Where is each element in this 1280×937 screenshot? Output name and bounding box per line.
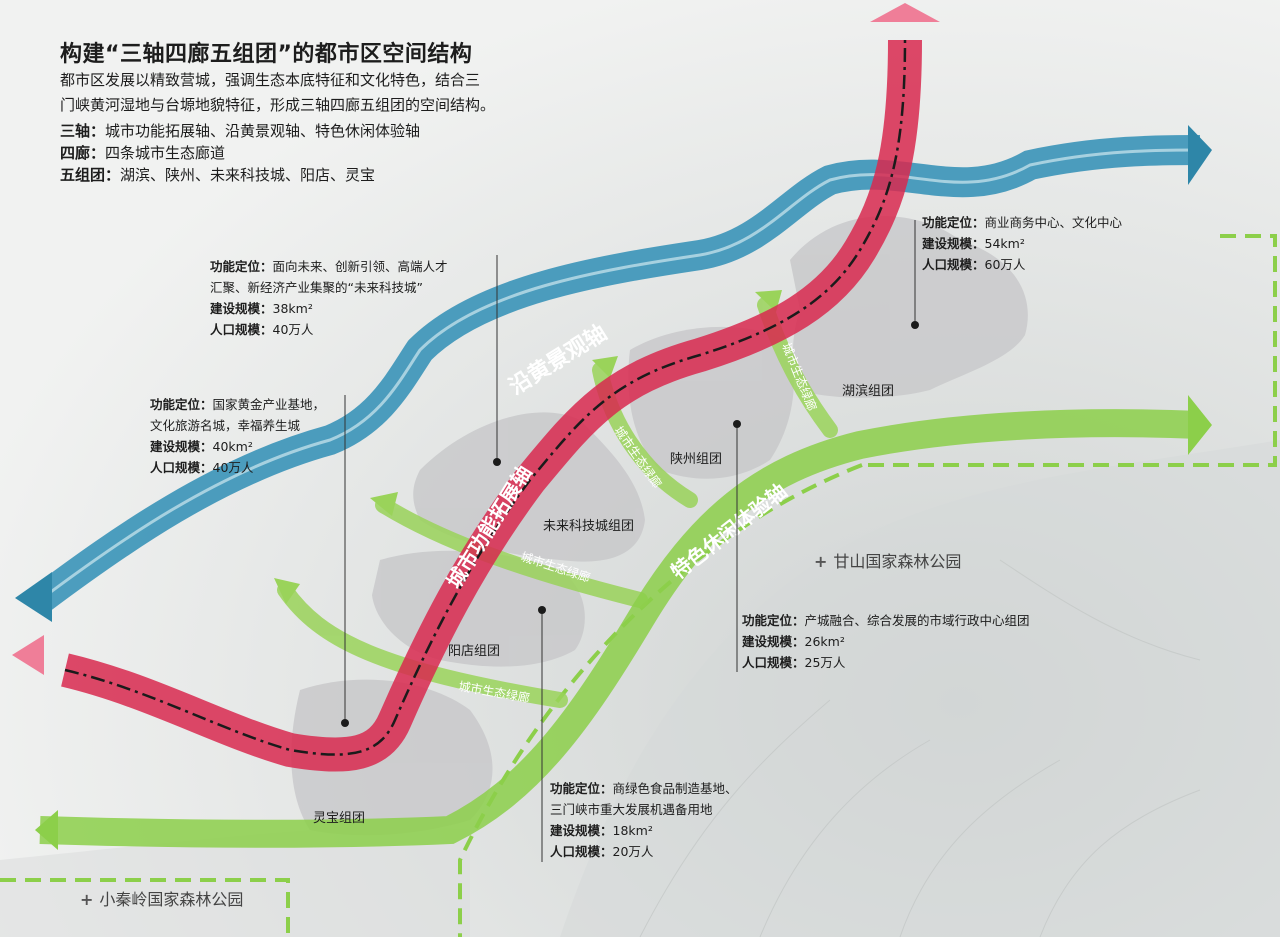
hubin-area-label: 建设规模： — [922, 236, 985, 251]
yangdian-marker — [538, 606, 546, 614]
weilai-pop-label: 人口规模： — [210, 322, 273, 337]
ganshan-park-boundary — [862, 234, 1277, 467]
mountain-terrain — [560, 440, 1280, 937]
weilai-label: 未来科技城组团 — [543, 519, 635, 534]
weilai-func-label: 功能定位： — [210, 259, 273, 274]
lingbao-area: 40km² — [212, 439, 253, 454]
definition-corridors-text: 四条城市生态廊道 — [105, 144, 226, 162]
leisure-axis-east-arrow — [1188, 395, 1212, 455]
definition-axes-term: 三轴： — [60, 122, 106, 140]
lingbao-pop: 40万人 — [212, 460, 254, 475]
lingbao-info: 功能定位：国家黄金产业基地， 文化旅游名城，幸福养生城 建设规模：40km² 人… — [150, 394, 325, 478]
shanzhou-pop: 25万人 — [804, 655, 846, 670]
corridor-2 — [277, 582, 568, 708]
shanzhou-func: 产城融合、综合发展的市域行政中心组团 — [804, 613, 1030, 628]
shanzhou-marker — [733, 420, 741, 428]
yangdian-area: 18km² — [612, 823, 653, 838]
lingbao-marker — [341, 719, 349, 727]
xiaoqinling-park-name: 小秦岭国家森林公园 — [99, 890, 244, 909]
definition-groups-text: 湖滨、陕州、未来科技城、阳店、灵宝 — [120, 166, 376, 184]
yangdian-info: 功能定位：商绿色食品制造基地、 三门峡市重大发展机遇备用地 建设规模：18km²… — [550, 778, 738, 862]
plus-icon: + — [80, 890, 94, 909]
weilai-info: 功能定位：面向未来、创新引领、高端人才 汇聚、新经济产业集聚的“未来科技城” 建… — [210, 256, 448, 340]
shanzhou-func-label: 功能定位： — [742, 613, 805, 628]
intro-line-2: 门峡黄河湿地与台塬地貌特征，形成三轴四廊五组团的空间结构。 — [60, 96, 496, 114]
weilai-area: 38km² — [272, 301, 313, 316]
lingbao-pop-label: 人口规模： — [150, 460, 213, 475]
definition-axes: 三轴：城市功能拓展轴、沿黄景观轴、特色休闲体验轴 — [60, 120, 420, 142]
intro-text: 都市区发展以精致营城，强调生态本底特征和文化特色，结合三 门峡黄河湿地与台塬地貌… — [60, 68, 495, 118]
plus-icon: + — [814, 552, 828, 571]
weilai-area-label: 建设规模： — [210, 301, 273, 316]
shanzhou-info: 功能定位：产城融合、综合发展的市域行政中心组团 建设规模：26km² 人口规模：… — [742, 610, 1030, 673]
hubin-pop: 60万人 — [984, 257, 1026, 272]
yangdian-func2: 三门峡市重大发展机遇备用地 — [550, 802, 713, 817]
lingbao-func2: 文化旅游名城，幸福养生城 — [150, 418, 301, 433]
xiaoqinling-park-label: + 小秦岭国家森林公园 — [80, 886, 243, 910]
hubin-label: 湖滨组团 — [842, 384, 895, 399]
yangdian-func: 商绿色食品制造基地、 — [612, 781, 738, 796]
lingbao-label: 灵宝组团 — [313, 811, 366, 826]
shanzhou-pop-label: 人口规模： — [742, 655, 805, 670]
ganshan-park-label: + 甘山国家森林公园 — [814, 548, 961, 572]
hubin-marker — [911, 321, 919, 329]
urban-axis-west-arrow — [12, 635, 44, 675]
yangdian-pop: 20万人 — [612, 844, 654, 859]
hubin-info: 功能定位：商业商务中心、文化中心 建设规模：54km² 人口规模：60万人 — [922, 212, 1122, 275]
lingbao-area-label: 建设规模： — [150, 439, 213, 454]
yangdian-pop-label: 人口规模： — [550, 844, 613, 859]
weilai-marker — [493, 458, 501, 466]
intro-line-1: 都市区发展以精致营城，强调生态本底特征和文化特色，结合三 — [60, 71, 481, 89]
hubin-func-label: 功能定位： — [922, 215, 985, 230]
weilai-func2: 汇聚、新经济产业集聚的“未来科技城” — [210, 280, 423, 295]
ganshan-park-name: 甘山国家森林公园 — [833, 552, 962, 571]
urban-axis-north-arrow — [870, 3, 940, 22]
definition-groups-term: 五组团： — [60, 166, 121, 184]
shanzhou-label: 陕州组团 — [670, 452, 723, 467]
xiaoqinling-park-boundary — [0, 878, 290, 937]
definition-groups: 五组团：湖滨、陕州、未来科技城、阳店、灵宝 — [60, 164, 375, 186]
yangdian-func-label: 功能定位： — [550, 781, 613, 796]
page-title: 构建“三轴四廊五组团”的都市区空间结构 — [60, 42, 473, 67]
hubin-area: 54km² — [984, 236, 1025, 251]
yellow-river-axis-west-arrow — [15, 572, 52, 622]
lingbao-zone — [291, 679, 493, 836]
definition-axes-text: 城市功能拓展轴、沿黄景观轴、特色休闲体验轴 — [105, 122, 421, 140]
shanzhou-area: 26km² — [804, 634, 845, 649]
corridor-2-arrow — [274, 578, 300, 604]
weilai-pop: 40万人 — [272, 322, 314, 337]
hubin-pop-label: 人口规模： — [922, 257, 985, 272]
south-terrain — [0, 827, 470, 937]
lingbao-func-label: 功能定位： — [150, 397, 213, 412]
weilai-func: 面向未来、创新引领、高端人才 — [272, 259, 448, 274]
leisure-axis — [39, 409, 1201, 848]
yellow-river-axis-east-arrow — [1188, 125, 1212, 185]
lingbao-func: 国家黄金产业基地， — [212, 397, 326, 412]
shanzhou-area-label: 建设规模： — [742, 634, 805, 649]
yangdian-label: 阳店组团 — [448, 644, 501, 659]
definition-corridors: 四廊：四条城市生态廊道 — [60, 142, 225, 164]
yangdian-area-label: 建设规模： — [550, 823, 613, 838]
leisure-axis-west-arrow — [35, 810, 58, 850]
corridor-3-arrow — [592, 356, 618, 378]
corridor-1-arrow — [370, 492, 398, 516]
definition-corridors-term: 四廊： — [60, 144, 106, 162]
hubin-func: 商业商务中心、文化中心 — [984, 215, 1123, 230]
